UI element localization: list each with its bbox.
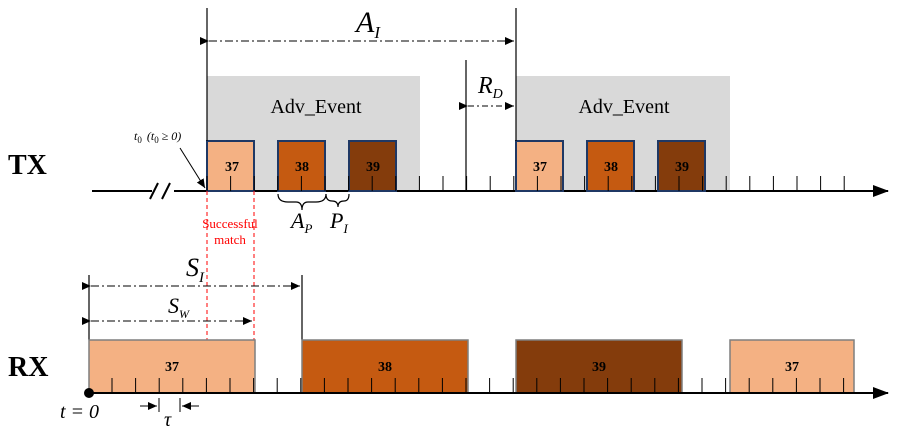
adv-event-label-2: Adv_Event [578, 96, 670, 118]
tx-packet-39-b: 39 [657, 140, 706, 192]
rx-row-label: RX [8, 352, 48, 383]
tx-channel-label: 38 [604, 160, 618, 175]
rx-channel-label: 37 [165, 360, 179, 375]
rx-window-38: 38 [301, 339, 469, 394]
rx-window-39: 39 [515, 339, 683, 394]
tx-packet-38-b: 38 [586, 140, 635, 192]
t0-pointer [179, 147, 206, 189]
rx-tick-marks [111, 378, 845, 393]
tx-channel-label: 37 [225, 160, 239, 175]
t-zero-label: t = 0 [60, 401, 99, 423]
adv-event-label-1: Adv_Event [270, 96, 362, 118]
rx-channel-label: 37 [785, 360, 799, 375]
match-label-line1: Successful [202, 216, 258, 231]
a-i-label: AI [354, 6, 381, 42]
tx-channel-label: 39 [366, 160, 380, 175]
rx-channel-label: 39 [592, 360, 606, 375]
a-p-brace [277, 193, 327, 211]
tx-channel-label: 38 [295, 160, 309, 175]
tx-channel-label: 39 [675, 160, 689, 175]
tx-packet-37-b: 37 [515, 140, 564, 192]
s-i-label: SI [186, 253, 205, 286]
rx-channel-label: 38 [378, 360, 392, 375]
a-p-label: AP [289, 208, 312, 236]
rx-window-37-a: 37 [88, 339, 256, 394]
s-w-label: SW [168, 293, 190, 321]
origin-dot [84, 388, 94, 398]
match-label-line2: match [214, 232, 246, 247]
p-i-label: PI [329, 208, 348, 236]
t0-annotation: t0(t0 ≥ 0) [134, 129, 181, 145]
tau-label: τ [164, 409, 172, 431]
p-i-brace [325, 193, 350, 208]
tx-row-label: TX [8, 150, 47, 181]
rx-window-37-b: 37 [729, 339, 855, 394]
axis-break-icon [149, 182, 171, 200]
tx-channel-label: 37 [533, 160, 547, 175]
r-d-label: RD [477, 73, 503, 102]
